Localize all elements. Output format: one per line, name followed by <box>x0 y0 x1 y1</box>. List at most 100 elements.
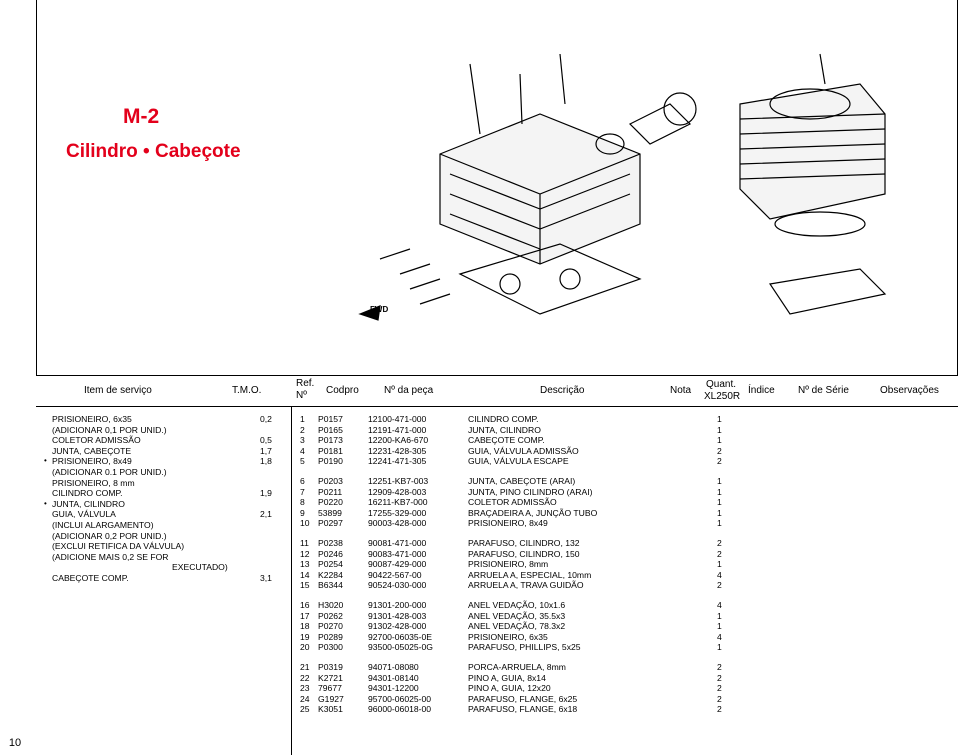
part-qty: 2 <box>717 548 722 559</box>
service-item: (EXCLUI RETIFICA DA VÁLVULA) <box>52 541 185 552</box>
part-part: 12251-KB7-003 <box>368 476 429 486</box>
part-codpro: K2721 <box>318 672 343 683</box>
part-desc: ANEL VEDAÇÃO, 10x1.6 <box>468 600 566 610</box>
part-part: 12191-471-000 <box>368 424 427 435</box>
part-desc: ANEL VEDAÇÃO, 35.5x3 <box>468 610 566 621</box>
part-ref: 17 <box>300 610 310 621</box>
col-obs: Observações <box>880 385 939 396</box>
part-qty: 1 <box>717 642 722 653</box>
part-part: 90422-567-00 <box>368 569 422 580</box>
part-desc: PINO A, GUIA, 12x20 <box>468 683 551 694</box>
part-part: 12100-471-000 <box>368 414 427 424</box>
part-codpro: P0220 <box>318 497 343 508</box>
part-codpro: P0289 <box>318 631 343 642</box>
part-qty: 1 <box>717 414 722 424</box>
service-item-tmo: 0,2 <box>260 414 272 424</box>
part-codpro: P0319 <box>318 662 343 672</box>
part-codpro: K3051 <box>318 704 343 715</box>
service-item: JUNTA, CABEÇOTE <box>52 445 132 456</box>
part-qty: 1 <box>717 559 722 570</box>
service-item: PRISIONEIRO, 8 mm <box>52 477 135 488</box>
part-qty: 1 <box>717 486 722 497</box>
service-item: COLETOR ADMISSÃO <box>52 435 141 446</box>
part-desc: GUIA, VÁLVULA ADMISSÃO <box>468 445 579 456</box>
part-desc: PARAFUSO, CILINDRO, 132 <box>468 538 580 548</box>
part-ref: 24 <box>300 693 310 704</box>
part-qty: 1 <box>717 621 722 632</box>
part-codpro: K2284 <box>318 569 343 580</box>
col-tmo: T.M.O. <box>232 385 262 396</box>
part-part: 91301-428-003 <box>368 610 427 621</box>
service-item: PRISIONEIRO, 6x35 <box>52 414 132 424</box>
service-item: (ADICIONAR 0.1 POR UNID.) <box>52 467 167 477</box>
part-qty: 2 <box>717 683 722 694</box>
part-ref: 18 <box>300 621 310 632</box>
service-item: EXECUTADO) <box>172 562 228 573</box>
part-ref: 20 <box>300 642 310 653</box>
part-part: 16211-KB7-000 <box>368 497 428 508</box>
service-item: (ADICIONAR 0,1 POR UNID.) <box>52 424 167 435</box>
part-qty: 1 <box>717 476 722 486</box>
part-part: 94301-12200 <box>368 683 419 694</box>
part-part: 94301-08140 <box>368 672 419 683</box>
part-qty: 1 <box>717 435 722 446</box>
part-qty: 2 <box>717 693 722 704</box>
part-ref: 1 <box>300 414 305 424</box>
part-ref: 11 <box>300 538 309 548</box>
part-part: 92700-06035-0E <box>368 631 433 642</box>
part-ref: 15 <box>300 580 310 591</box>
part-codpro: P0173 <box>318 435 343 446</box>
column-divider <box>291 406 292 755</box>
part-part: 90087-429-000 <box>368 559 427 570</box>
part-part: 95700-06025-00 <box>368 693 432 704</box>
part-codpro: P0270 <box>318 621 343 632</box>
part-ref: 3 <box>300 435 305 446</box>
part-part: 90524-030-000 <box>368 580 427 591</box>
part-codpro: P0181 <box>318 445 343 456</box>
part-ref: 4 <box>300 445 305 456</box>
service-item: (INCLUI ALARGAMENTO) <box>52 520 154 530</box>
part-ref: 8 <box>300 497 305 508</box>
service-item-tmo: 2,1 <box>260 509 272 520</box>
col-service: Item de serviço <box>84 385 152 396</box>
part-ref: 7 <box>300 486 305 497</box>
part-ref: 2 <box>300 424 305 435</box>
service-item: (ADICIONE MAIS 0,2 SE FOR <box>52 551 169 562</box>
part-codpro: P0300 <box>318 642 343 653</box>
col-desc: Descrição <box>540 385 585 396</box>
part-qty: 2 <box>717 538 722 548</box>
part-codpro: H3020 <box>318 600 344 610</box>
part-desc: PRISIONEIRO, 8mm <box>468 559 549 570</box>
fwd-label: FWD <box>370 305 388 314</box>
part-ref: 25 <box>300 704 310 715</box>
service-item-tmo: 0,5 <box>260 435 272 446</box>
part-desc: JUNTA, PINO CILINDRO (ARAI) <box>468 486 593 497</box>
part-ref: 22 <box>300 672 310 683</box>
part-desc: PARAFUSO, PHILLIPS, 5x25 <box>468 642 581 653</box>
part-part: 94071-08080 <box>368 662 419 672</box>
part-desc: PRISIONEIRO, 8x49 <box>468 518 548 529</box>
page-number: 10 <box>8 737 22 749</box>
col-indice: Índice <box>748 385 775 396</box>
part-part: 96000-06018-00 <box>368 704 432 715</box>
part-codpro: P0238 <box>318 538 343 548</box>
col-part-no: Nº da peça <box>384 385 434 396</box>
part-codpro: P0254 <box>318 559 343 570</box>
part-part: 91301-200-000 <box>368 600 427 610</box>
part-codpro: P0297 <box>318 518 343 529</box>
col-qty1: Quant. <box>706 379 737 390</box>
service-item-tmo: 1,7 <box>260 445 272 456</box>
part-qty: 2 <box>717 704 722 715</box>
section-code: M-2 <box>123 105 160 128</box>
part-part: 91302-428-000 <box>368 621 427 632</box>
part-ref: 5 <box>300 456 305 467</box>
part-desc: CABEÇOTE COMP. <box>468 435 545 446</box>
part-qty: 1 <box>717 610 722 621</box>
service-item-tmo: 1,9 <box>260 488 272 499</box>
part-part: 90003-428-000 <box>368 518 427 529</box>
part-codpro: P0190 <box>318 456 343 467</box>
part-codpro: P0211 <box>318 486 343 497</box>
part-desc: JUNTA, CABEÇOTE (ARAI) <box>468 476 576 486</box>
part-qty: 2 <box>717 580 722 591</box>
part-qty: 1 <box>717 424 722 435</box>
